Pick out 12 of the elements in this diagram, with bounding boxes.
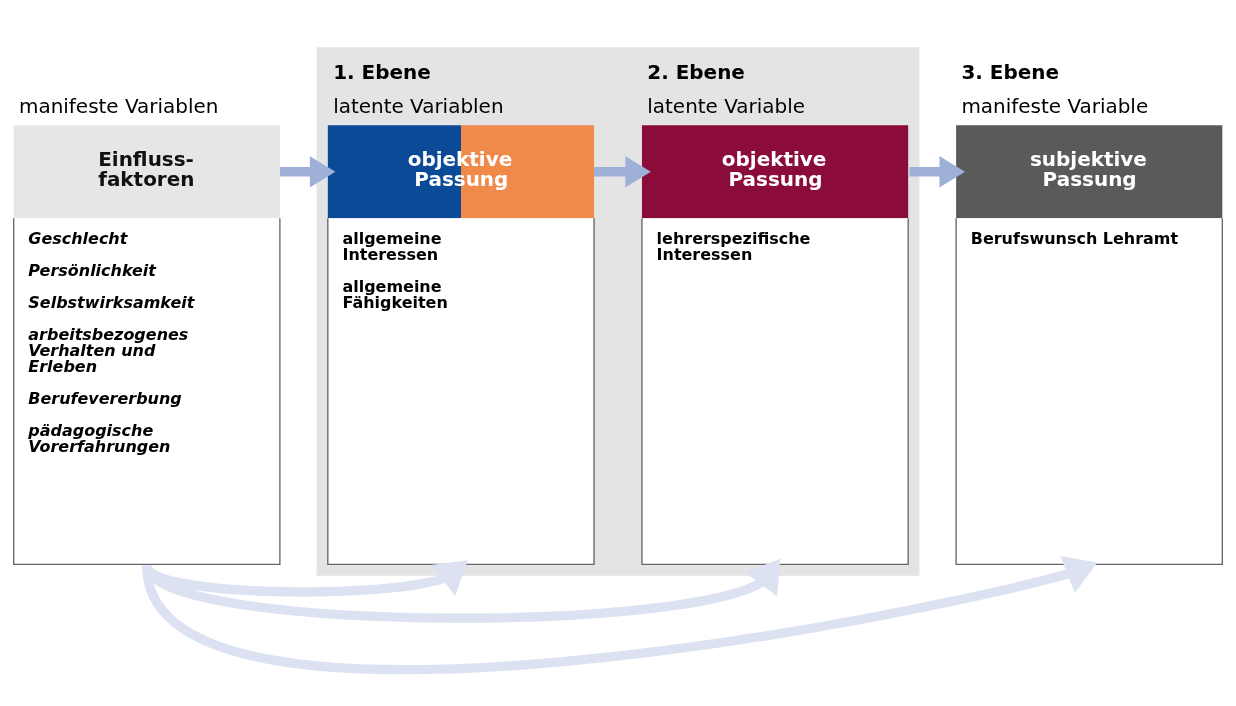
cluster xyxy=(316,46,920,576)
node-label: latente Variablen xyxy=(333,93,504,118)
node-label: 3. Ebene xyxy=(961,59,1060,84)
node-label: manifeste Variable xyxy=(961,93,1149,118)
arrow xyxy=(909,155,966,187)
node-label: 1. Ebene xyxy=(333,59,431,84)
arrow xyxy=(142,555,1098,673)
node-label: 2. Ebene xyxy=(647,59,745,84)
arrow xyxy=(279,155,336,187)
node-label: latente Variable xyxy=(647,93,806,118)
arrow xyxy=(594,155,651,187)
node-label: manifeste Variablen xyxy=(19,93,219,118)
